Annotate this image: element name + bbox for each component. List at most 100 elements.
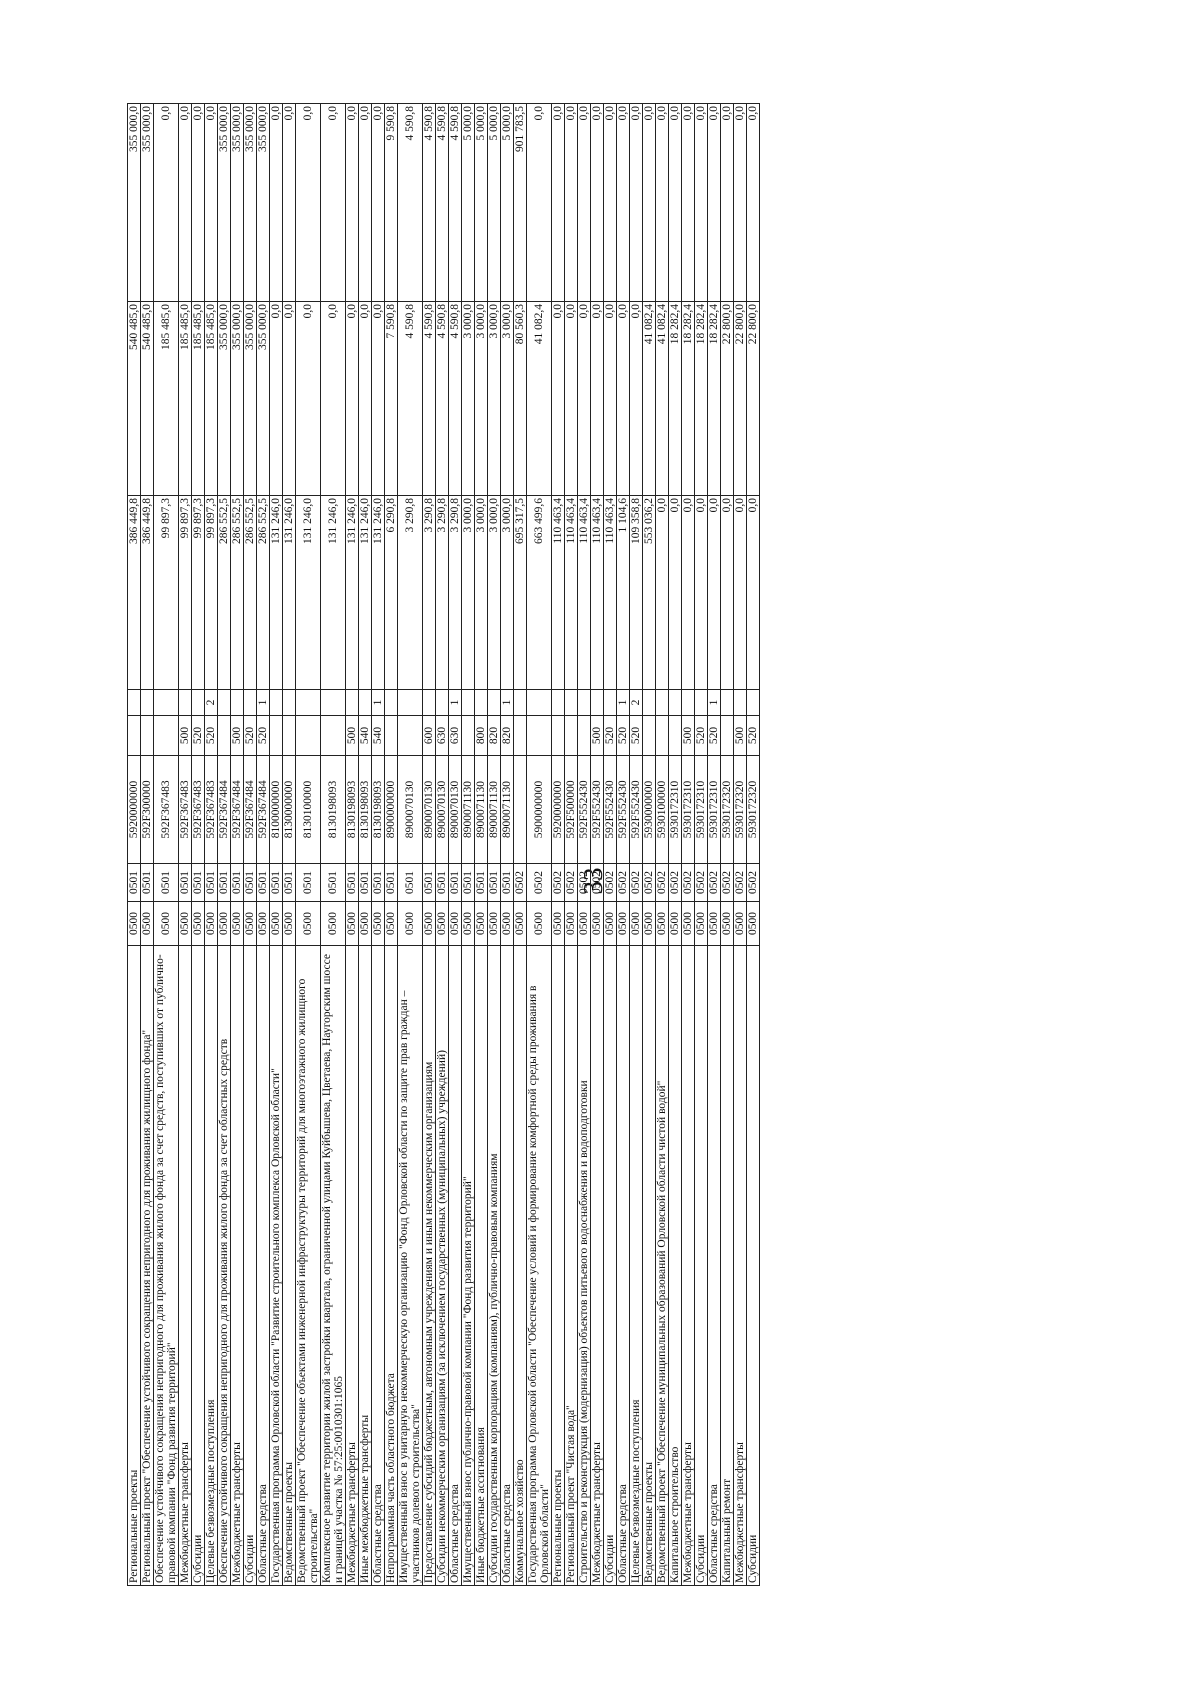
row-source-flag bbox=[513, 689, 527, 716]
row-amount-2: 185 485,0 bbox=[178, 301, 192, 496]
row-amount-2: 22 800,0 bbox=[733, 301, 747, 496]
row-expense-type bbox=[269, 715, 283, 756]
row-target-article bbox=[513, 755, 527, 864]
row-amount-3: 0,0 bbox=[358, 103, 372, 302]
row-target-article: 8130198093 bbox=[320, 755, 346, 864]
table-row: Субсидии 0500 0502 592F552430 520 110 46… bbox=[603, 103, 617, 1586]
row-amount-1: 131 246,0 bbox=[358, 495, 372, 690]
row-expense-type bbox=[140, 715, 154, 756]
row-amount-2: 7 590,8 bbox=[384, 301, 398, 496]
row-name: Субсидии bbox=[603, 945, 617, 1586]
row-subsection: 0501 bbox=[461, 863, 475, 902]
row-source-flag bbox=[243, 689, 257, 716]
row-amount-1: 109 358,8 bbox=[629, 495, 643, 690]
row-name: Межбюджетные трансферты bbox=[590, 945, 604, 1586]
row-amount-3: 0,0 bbox=[720, 103, 734, 302]
row-name: Ведомственные проекты bbox=[642, 945, 656, 1586]
row-source-flag bbox=[474, 689, 488, 716]
row-name: Субсидии bbox=[746, 945, 760, 1586]
row-amount-1: 6 290,8 bbox=[384, 495, 398, 690]
row-expense-type bbox=[127, 715, 141, 756]
row-target-article: 5930100000 bbox=[655, 755, 669, 864]
row-target-article: 592F552430 bbox=[590, 755, 604, 864]
row-target-article: 592F367484 bbox=[256, 755, 270, 864]
row-expense-type: 520 bbox=[204, 715, 218, 756]
row-name: Областные средства bbox=[616, 945, 630, 1586]
row-section: 0500 bbox=[720, 901, 734, 946]
row-section: 0500 bbox=[127, 901, 141, 946]
row-amount-2: 0,0 bbox=[295, 301, 321, 496]
row-source-flag: 1 bbox=[707, 689, 721, 716]
row-subsection: 0501 bbox=[487, 863, 501, 902]
row-subsection: 0501 bbox=[320, 863, 346, 902]
row-source-flag bbox=[140, 689, 154, 716]
row-amount-2: 4 590,8 bbox=[435, 301, 449, 496]
row-name: Строительство и реконструкция (модерниза… bbox=[577, 945, 591, 1586]
row-expense-type bbox=[153, 715, 179, 756]
row-subsection: 0502 bbox=[513, 863, 527, 902]
row-amount-3: 0,0 bbox=[603, 103, 617, 302]
table-row: Межбюджетные трансферты 0500 0502 592F55… bbox=[590, 103, 604, 1586]
row-source-flag bbox=[422, 689, 436, 716]
row-amount-2: 0,0 bbox=[590, 301, 604, 496]
row-source-flag: 1 bbox=[371, 689, 385, 716]
row-name: Иные межбюджетные трансферты bbox=[358, 945, 372, 1586]
row-amount-2: 4 590,8 bbox=[448, 301, 462, 496]
row-expense-type bbox=[577, 715, 591, 756]
row-expense-type bbox=[655, 715, 669, 756]
row-expense-type: 820 bbox=[500, 715, 514, 756]
row-section: 0500 bbox=[358, 901, 372, 946]
row-subsection: 0502 bbox=[733, 863, 747, 902]
row-amount-1: 386 449,8 bbox=[127, 495, 141, 690]
row-name: Непрограммная часть областного бюджета bbox=[384, 945, 398, 1586]
table-row: Областные средства 0500 0501 8900070130 … bbox=[448, 103, 462, 1586]
row-source-flag bbox=[230, 689, 244, 716]
row-amount-1: 286 552,5 bbox=[243, 495, 257, 690]
row-target-article: 5930172320 bbox=[720, 755, 734, 864]
row-amount-3: 0,0 bbox=[629, 103, 643, 302]
row-amount-1: 0,0 bbox=[733, 495, 747, 690]
table-row: Субсидии 0500 0502 5930172310 520 0,0 18… bbox=[694, 103, 708, 1586]
row-section: 0500 bbox=[256, 901, 270, 946]
row-expense-type: 500 bbox=[345, 715, 359, 756]
row-section: 0500 bbox=[707, 901, 721, 946]
row-target-article: 8130198093 bbox=[371, 755, 385, 864]
row-amount-3: 355 000,0 bbox=[230, 103, 244, 302]
row-name: Межбюджетные трансферты bbox=[733, 945, 747, 1586]
row-subsection: 0501 bbox=[153, 863, 179, 902]
row-name: Межбюджетные трансферты bbox=[178, 945, 192, 1586]
row-subsection: 0502 bbox=[629, 863, 643, 902]
row-amount-1: 0,0 bbox=[746, 495, 760, 690]
table-row: Строительство и реконструкция (модерниза… bbox=[577, 103, 591, 1586]
row-amount-2: 22 800,0 bbox=[746, 301, 760, 496]
table-row: Ведомственные проекты 0500 0501 81300000… bbox=[282, 103, 296, 1586]
row-subsection: 0502 bbox=[603, 863, 617, 902]
row-source-flag bbox=[397, 689, 423, 716]
row-amount-3: 0,0 bbox=[668, 103, 682, 302]
row-amount-3: 0,0 bbox=[345, 103, 359, 302]
row-amount-3: 0,0 bbox=[320, 103, 346, 302]
row-expense-type: 500 bbox=[230, 715, 244, 756]
row-amount-3: 355 000,0 bbox=[256, 103, 270, 302]
row-expense-type bbox=[668, 715, 682, 756]
row-amount-2: 18 282,4 bbox=[707, 301, 721, 496]
row-source-flag bbox=[642, 689, 656, 716]
row-target-article: 592F367484 bbox=[230, 755, 244, 864]
row-amount-2: 80 560,3 bbox=[513, 301, 527, 496]
table-row: Субсидии 0500 0502 5930172320 520 0,0 22… bbox=[746, 103, 760, 1586]
row-amount-1: 110 463,4 bbox=[603, 495, 617, 690]
row-amount-2: 4 590,8 bbox=[422, 301, 436, 496]
row-expense-type: 520 bbox=[256, 715, 270, 756]
row-source-flag: 2 bbox=[629, 689, 643, 716]
row-section: 0500 bbox=[204, 901, 218, 946]
row-amount-1: 0,0 bbox=[707, 495, 721, 690]
row-name: Комплексное развитие территории жилой за… bbox=[320, 945, 346, 1586]
row-section: 0500 bbox=[526, 901, 552, 946]
row-subsection: 0502 bbox=[526, 863, 552, 902]
row-name: Областные средства bbox=[707, 945, 721, 1586]
row-amount-3: 0,0 bbox=[282, 103, 296, 302]
row-expense-type: 820 bbox=[487, 715, 501, 756]
table-row: Имущественный взнос публично-правовой ко… bbox=[461, 103, 475, 1586]
row-amount-3: 355 000,0 bbox=[217, 103, 231, 302]
row-expense-type bbox=[217, 715, 231, 756]
